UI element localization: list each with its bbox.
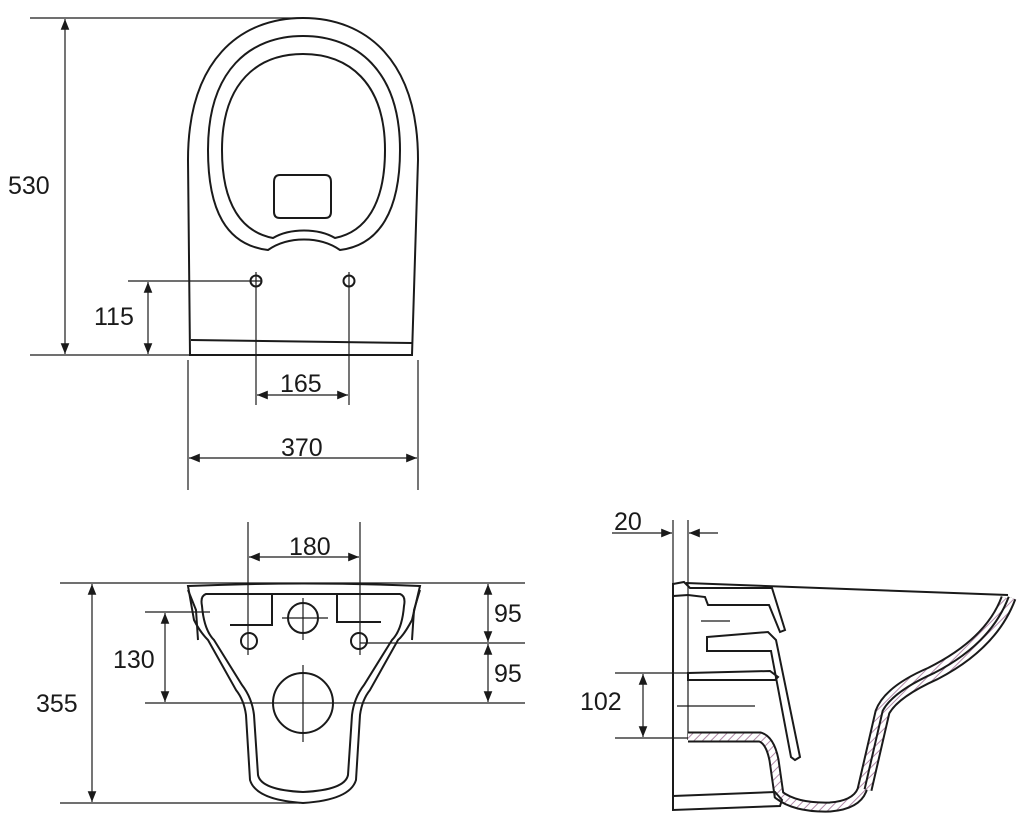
dim-130-label: 130: [113, 646, 155, 674]
dim-20-label: 20: [614, 508, 642, 536]
top-rim-section: [672, 580, 787, 634]
dim-370-label: 370: [281, 434, 323, 462]
rear-view: 180 355 130 95 95: [36, 522, 525, 805]
rear-outline: [186, 582, 422, 805]
dim-95-upper-label: 95: [494, 600, 522, 628]
bracket-left: [230, 594, 273, 626]
rear-inner-outline: [200, 593, 406, 794]
side-section-view: 20 102: [580, 508, 1017, 813]
dim-180-label: 180: [289, 533, 331, 561]
bolt-hole-right: [350, 632, 368, 650]
flush-outlet: [273, 174, 332, 219]
dim-355-label: 355: [36, 690, 78, 718]
bowl-outline: [186, 16, 420, 356]
bolt-hole-left: [240, 632, 258, 650]
bracket-right: [336, 594, 381, 623]
dim-95-lower-label: 95: [494, 660, 522, 688]
top-view: 530 115 165 370: [8, 16, 420, 490]
dim-530-label: 530: [8, 172, 50, 200]
flush-channel-section: [706, 630, 802, 762]
bowl-opening: [220, 52, 387, 240]
seat-ring: [206, 34, 402, 252]
base-section: [672, 790, 784, 812]
bowl-shell-section: [688, 596, 1010, 811]
dim-165-label: 165: [280, 370, 322, 398]
front-lip: [190, 339, 413, 344]
dim-115-label: 115: [94, 303, 134, 331]
dim-102-label: 102: [580, 688, 622, 716]
